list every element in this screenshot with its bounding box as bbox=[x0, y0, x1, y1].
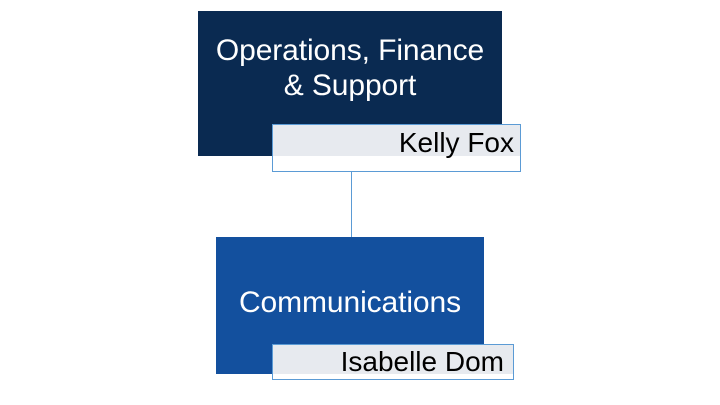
org-node-operations-title: Operations, Finance & Support bbox=[215, 34, 485, 103]
name-plate-fill bbox=[273, 345, 513, 374]
org-node-communications-title: Communications bbox=[238, 285, 462, 319]
org-node-operations-name-plate[interactable]: Kelly Fox bbox=[272, 124, 521, 172]
name-plate-text-wrap: Isabelle Dom bbox=[273, 345, 513, 379]
org-node-communications-name-plate[interactable]: Isabelle Dom bbox=[272, 344, 514, 380]
connector-operations-to-communications bbox=[351, 172, 352, 237]
name-plate-text-wrap: Kelly Fox bbox=[273, 125, 520, 161]
name-plate-fill bbox=[273, 125, 520, 156]
org-node-operations-person: Kelly Fox bbox=[398, 127, 514, 158]
org-node-communications-person: Isabelle Dom bbox=[340, 346, 504, 377]
